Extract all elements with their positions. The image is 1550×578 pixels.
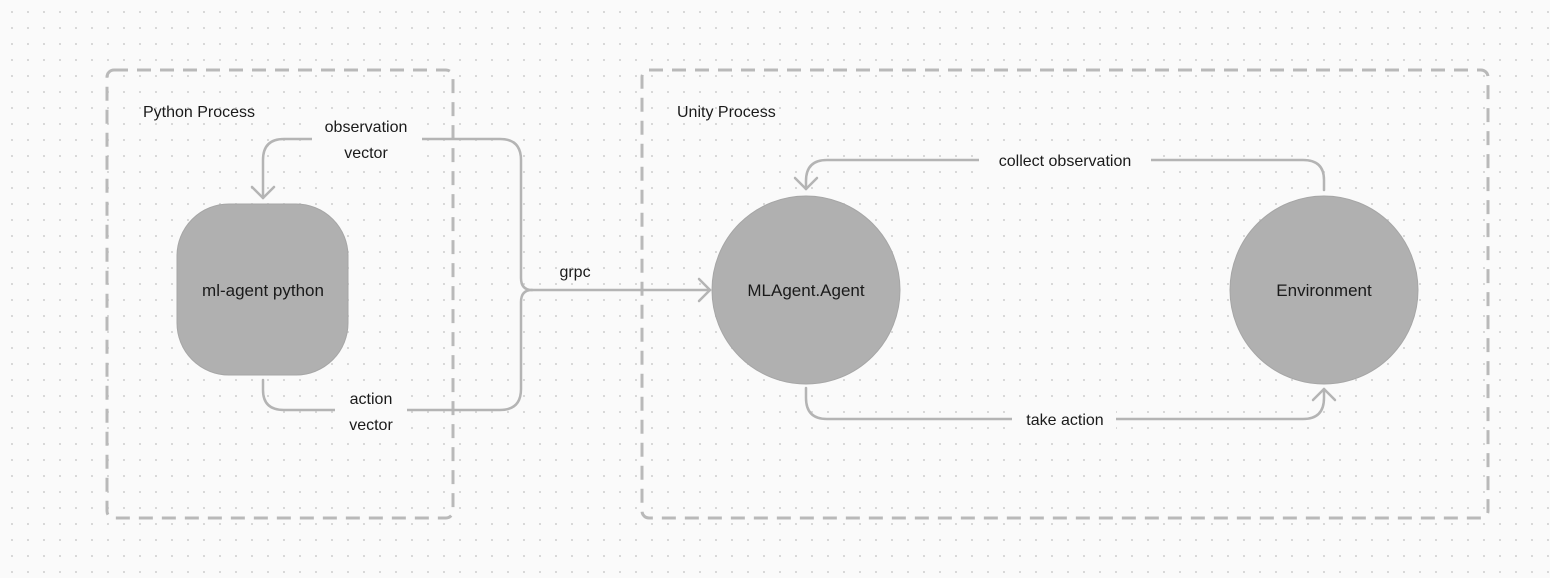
unity-process-group: Unity Process <box>640 68 1490 520</box>
observation-vector-edge: observation vector <box>250 114 534 292</box>
mlagent-agent-shape[interactable] <box>711 195 901 385</box>
ml-agent-python-node[interactable]: ml-agent python <box>176 203 349 376</box>
environment-shape[interactable] <box>1229 195 1419 385</box>
observation-vector-label-line1: observation <box>325 119 408 136</box>
observation-vector-arrowhead <box>250 185 276 200</box>
python-process-label: Python Process <box>143 104 255 121</box>
collect-observation-arrowhead <box>793 176 819 191</box>
take-action-label-bg <box>1012 406 1116 432</box>
collect-observation-label-bg <box>979 147 1151 173</box>
action-vector-edge: action vector <box>261 288 534 434</box>
grpc-label: grpc <box>559 264 590 281</box>
ml-agent-python-label: ml-agent python <box>202 281 324 300</box>
python-process-box[interactable] <box>105 68 455 520</box>
action-vector-label-bg <box>335 386 407 434</box>
environment-node[interactable]: Environment <box>1229 195 1419 385</box>
grpc-edge: grpc <box>530 264 712 303</box>
mlagent-agent-label: MLAgent.Agent <box>747 281 864 300</box>
mlagent-agent-node[interactable]: MLAgent.Agent <box>711 195 901 385</box>
grpc-arrowhead <box>697 277 712 303</box>
unity-process-box[interactable] <box>640 68 1490 520</box>
ml-agent-python-shape[interactable] <box>176 203 349 376</box>
environment-label: Environment <box>1276 281 1372 300</box>
action-vector-label-line1: action <box>350 391 393 408</box>
observation-vector-label-bg <box>312 114 422 162</box>
take-action-edge: take action <box>804 386 1337 432</box>
take-action-label: take action <box>1026 412 1103 429</box>
python-process-group: Python Process <box>105 68 455 520</box>
action-vector-label-line2: vector <box>349 417 393 434</box>
action-vector-connector[interactable] <box>261 288 534 412</box>
take-action-arrowhead <box>1311 387 1337 402</box>
collect-observation-label: collect observation <box>999 153 1132 170</box>
observation-vector-label-line2: vector <box>344 145 388 162</box>
collect-observation-edge: collect observation <box>793 147 1326 192</box>
observation-vector-connector[interactable] <box>261 137 534 292</box>
unity-process-label: Unity Process <box>677 104 776 121</box>
